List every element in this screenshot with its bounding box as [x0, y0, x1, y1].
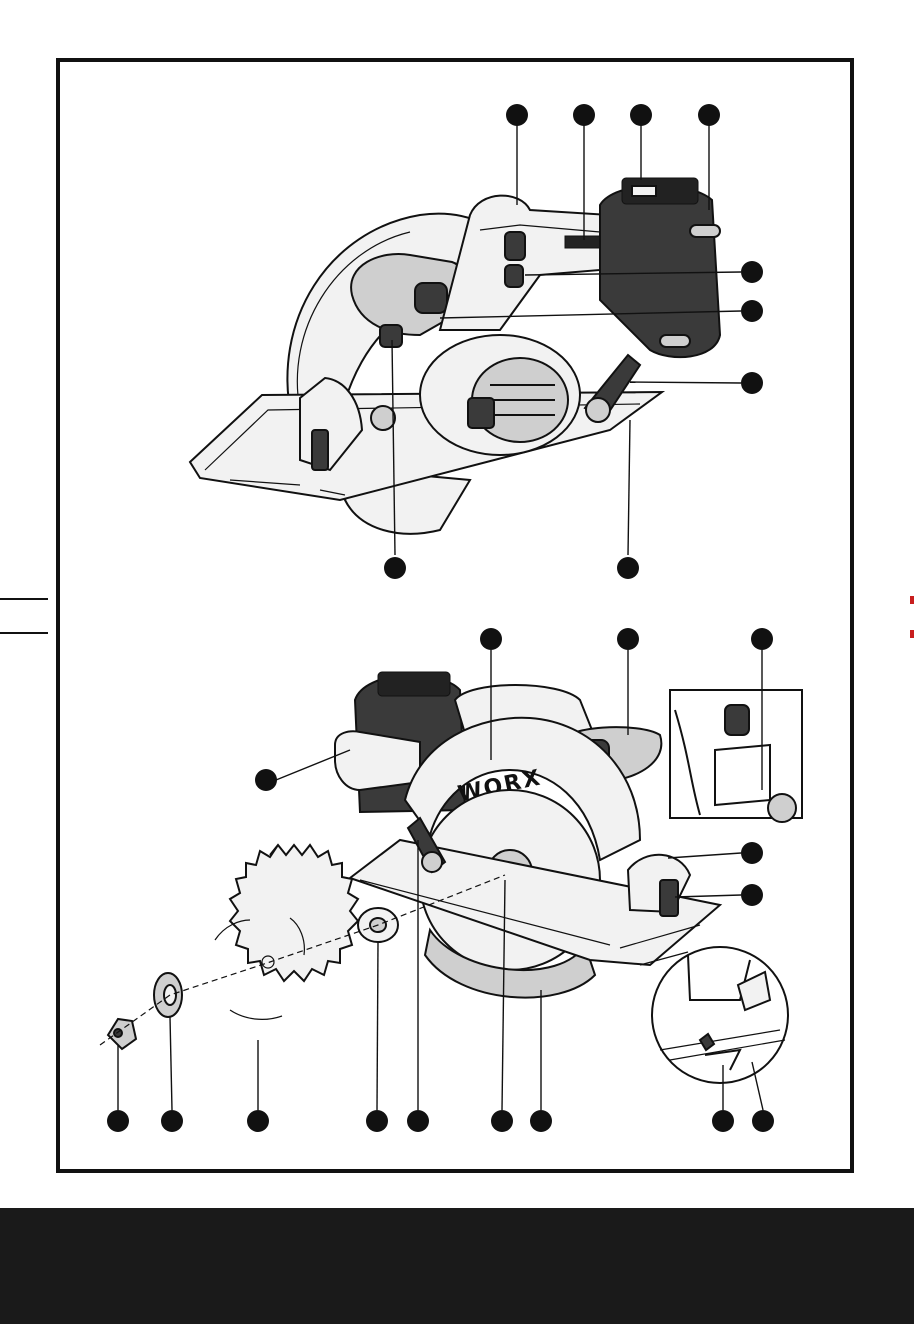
callout-top-7 [741, 372, 763, 394]
lock-off-button [505, 232, 525, 260]
callout-bottom-2 [617, 628, 639, 650]
handle-badge [565, 236, 601, 248]
callout-top-5 [741, 261, 763, 283]
callout-top-3 [630, 104, 652, 126]
callout-bottom-15 [752, 1110, 774, 1132]
bevel-knob-rear [660, 880, 678, 916]
callout-bottom-7 [107, 1110, 129, 1132]
callout-top-6 [741, 300, 763, 322]
battery-latch-lower [660, 335, 690, 347]
callout-bottom-5 [741, 842, 763, 864]
callout-bottom-4 [255, 769, 277, 791]
outer-flange [154, 973, 182, 1017]
trigger-switch [505, 265, 523, 287]
callout-bottom-8 [161, 1110, 183, 1132]
bevel-knob [312, 430, 328, 470]
callout-bottom-3 [751, 628, 773, 650]
dust-port [335, 731, 420, 790]
front-handle-grip-pad [415, 283, 447, 313]
inset-detail-box [670, 690, 802, 822]
battery-gauge [632, 186, 656, 196]
footer-band [0, 1208, 914, 1324]
motor-clip [468, 398, 494, 428]
callout-top-4 [698, 104, 720, 126]
callout-top-9 [617, 557, 639, 579]
battery-indicator-rear [378, 672, 450, 696]
callout-top-2 [573, 104, 595, 126]
callout-bottom-10 [366, 1110, 388, 1132]
blade-bolt [108, 1019, 136, 1049]
battery-latch-upper [690, 225, 720, 237]
callout-top-1 [506, 104, 528, 126]
callout-bottom-14 [712, 1110, 734, 1132]
callout-bottom-1 [480, 628, 502, 650]
callout-bottom-11 [407, 1110, 429, 1132]
spindle-lock [380, 325, 402, 347]
callout-top-8 [384, 557, 406, 579]
bottom-saw-view: WORX [100, 628, 802, 1132]
callout-bottom-13 [530, 1110, 552, 1132]
callout-bottom-6 [741, 884, 763, 906]
callout-bottom-9 [247, 1110, 269, 1132]
saw-blade-loose [215, 845, 358, 1019]
inset-zoom-circle [652, 947, 788, 1083]
lever-knob [422, 852, 442, 872]
battery-pack [600, 186, 720, 358]
arbor-nut-top [371, 406, 395, 430]
top-saw-view [190, 104, 763, 579]
depth-lever-knob [586, 398, 610, 422]
saw-illustration: WORX [0, 0, 914, 1200]
callout-bottom-12 [491, 1110, 513, 1132]
